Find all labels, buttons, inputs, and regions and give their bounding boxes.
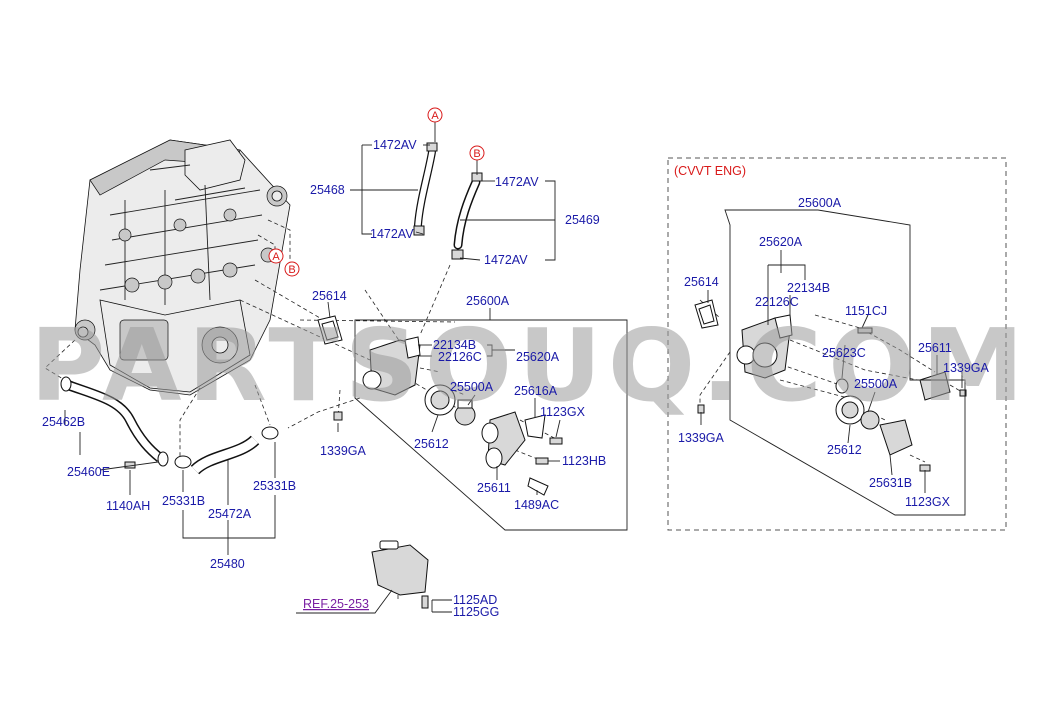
part-label-1140AH[interactable]: 1140AH [106,499,150,513]
watermark: PARTSOUQ.COM [30,307,1030,424]
cvvt-label-1123GX[interactable]: 1123GX [905,495,951,509]
cvvt-section-frame [667,157,1007,531]
svg-text:A: A [272,251,280,263]
part-label-25600A[interactable]: 25600A [466,294,510,308]
cvvt-label-25611[interactable]: 25611 [918,341,952,355]
bolts-left [124,411,563,469]
part-label-1125AD[interactable]: 1125AD [453,593,497,607]
ref-link[interactable]: REF.25-253 [303,597,369,611]
housing-25620A [362,336,421,396]
part-label-25480[interactable]: 25480 [210,557,245,571]
part-label-1472AV-top[interactable]: 1472AV [373,138,417,152]
part-label-1123HB[interactable]: 1123HB [562,454,606,468]
thermostat-25500A [454,399,476,426]
callout-a-top: A [427,107,443,123]
svg-text:B: B [473,148,480,160]
cvvt-label-25623C[interactable]: 25623C [822,346,866,360]
callout-a-engine: A [268,248,284,264]
part-label-1472AV-left[interactable]: 1472AV [370,227,414,241]
cvvt-label-25620A[interactable]: 25620A [759,235,803,249]
callout-b-engine: B [284,261,300,277]
gasket-25614-left [317,315,343,345]
part-label-25620A[interactable]: 25620A [516,350,560,364]
cvvt-label-25600A[interactable]: 25600A [798,196,842,210]
svg-text:B: B [288,264,295,276]
part-label-1489AC[interactable]: 1489AC [514,498,559,512]
part-label-22134B[interactable]: 22134B [433,338,476,352]
cvvt-label-1151CJ[interactable]: 1151CJ [845,304,887,318]
part-label-25611[interactable]: 25611 [477,481,511,495]
section-label: (CVVT ENG) [674,164,746,178]
part-label-1339GA[interactable]: 1339GA [320,444,367,458]
cvvt-label-25612[interactable]: 25612 [827,443,862,457]
part-label-1472AV-r1[interactable]: 1472AV [495,175,539,189]
part-label-25331B-left[interactable]: 25331B [162,494,205,508]
part-label-25469[interactable]: 25469 [565,213,600,227]
hose-25468 [413,142,438,236]
part-label-25331B-right[interactable]: 25331B [253,479,296,493]
cvvt-label-25500A[interactable]: 25500A [854,377,898,391]
leader-lines [64,122,966,614]
cvvt-label-1339GA-right[interactable]: 1339GA [943,361,990,375]
part-label-25612[interactable]: 25612 [414,437,449,451]
cvvt-label-25614[interactable]: 25614 [684,275,719,289]
svg-text:A: A [431,110,439,122]
cvvt-label-22134B[interactable]: 22134B [787,281,830,295]
reservoir-tank [371,540,429,609]
gasket-25614-right [694,299,719,329]
part-label-1472AV-r2[interactable]: 1472AV [484,253,528,267]
housing-cvvt [736,314,793,379]
part-label-25614[interactable]: 25614 [312,289,347,303]
clip-1489AC [527,477,549,496]
part-label-1123GX[interactable]: 1123GX [540,405,586,419]
part-label-25468[interactable]: 25468 [310,183,345,197]
part-label-25472A[interactable]: 25472A [208,507,252,521]
part-label-1125GG[interactable]: 1125GG [453,605,499,619]
part-label-25500A[interactable]: 25500A [450,380,494,394]
bracket-25616A [524,414,546,439]
part-label-25462B[interactable]: 25462B [42,415,85,429]
part-label-22126C[interactable]: 22126C [438,350,482,364]
part-label-25460E[interactable]: 25460E [67,465,110,479]
hose-25469 [451,172,483,260]
engine-block [74,139,291,396]
fitting-25611 [481,411,526,469]
hose-25472A [174,426,279,475]
cvvt-label-1339GA-left[interactable]: 1339GA [678,431,725,445]
pipe-25460E [60,376,169,467]
callout-b-top: B [469,145,485,161]
cvvt-label-22126C[interactable]: 22126C [755,295,799,309]
part-label-25616A[interactable]: 25616A [514,384,558,398]
gasket-25612 [424,384,456,416]
cvvt-label-25631B[interactable]: 25631B [869,476,912,490]
